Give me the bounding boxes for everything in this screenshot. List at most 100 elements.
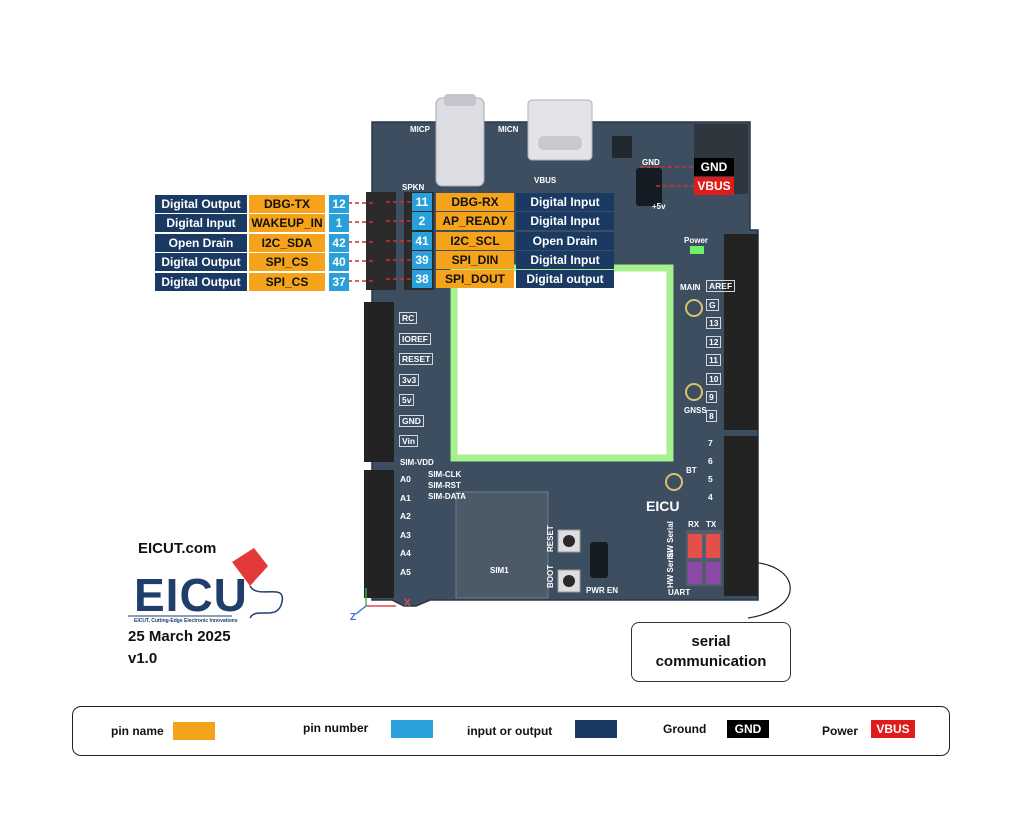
brand-version: v1.0: [128, 650, 158, 667]
regulator-ic: [612, 136, 632, 158]
silk-pwr-en: PWR EN: [586, 586, 618, 595]
header-pin-label: AREF: [706, 280, 736, 292]
serial-communication-callout: serial communication: [631, 622, 791, 682]
left-header-top: [364, 302, 394, 462]
header-pin-label: 9: [706, 391, 717, 403]
brand-logo: EICU: [134, 569, 248, 621]
header-pin-label: A4: [400, 548, 411, 558]
pin-name: WAKEUP_IN: [249, 214, 325, 232]
usb-c-connector: [527, 99, 593, 161]
header-pin-label: 6: [708, 456, 713, 466]
vbus-badge: VBUS: [694, 177, 734, 195]
pin-direction: Digital Output: [155, 273, 247, 291]
pin-name: SPI_CS: [249, 273, 325, 291]
legend-power-label: Power: [822, 724, 859, 738]
left-header-bottom: [364, 470, 394, 598]
pin-name: DBG-RX: [436, 193, 514, 211]
pwr-en-jumper: [590, 542, 608, 578]
legend-power-badge: VBUS: [871, 720, 915, 738]
power-led: [690, 246, 704, 254]
header-pin-label: 10: [706, 372, 722, 385]
header-pin-label: 8: [706, 409, 717, 422]
header-pin-label: A2: [400, 511, 411, 521]
pin-direction: Open Drain: [155, 234, 247, 252]
audio-jack: [435, 97, 485, 187]
brand-logo-tagline: EICUT, Cutting-Edge Electronic Innovatio…: [134, 618, 238, 624]
silk-hw-serial: HW Serial: [666, 550, 675, 588]
legend-io-label: input or output: [467, 724, 553, 738]
legend-ground-label: Ground: [663, 722, 707, 736]
silk-bt: BT: [686, 466, 697, 475]
audio-jack-tip: [444, 94, 476, 106]
silk-sim-clk: SIM-CLK: [428, 470, 462, 479]
pin-number: 41: [412, 232, 432, 250]
header-pin-label: 5: [708, 474, 713, 484]
silk-tx: TX: [706, 520, 717, 529]
silk-micn: MICN: [498, 125, 519, 134]
header-pin-label: RC: [399, 312, 418, 324]
header-pin-label: 12: [706, 335, 722, 348]
legend-io-swatch: [575, 720, 617, 738]
brand-date: 25 March 2025: [128, 628, 231, 645]
pin-number: 40: [329, 253, 349, 271]
pin-number: 42: [329, 234, 349, 252]
pin-direction: Digital Output: [155, 253, 247, 271]
module-outline: [450, 264, 674, 462]
silk-eicu: EICU: [646, 498, 680, 514]
pin-name: AP_READY: [436, 212, 514, 230]
pin-number: 12: [329, 195, 349, 213]
callout-line-2: communication: [655, 653, 767, 670]
pin-name: I2C_SDA: [249, 234, 325, 252]
pin-direction: Digital Input: [516, 193, 614, 211]
header-pin-label: 11: [706, 354, 721, 366]
silk-sim-vdd: SIM-VDD: [400, 458, 434, 467]
pin-direction: Digital Input: [516, 212, 614, 230]
pin-direction: Digital Input: [516, 251, 614, 269]
silk-rx: RX: [688, 520, 700, 529]
silk-gnd: GND: [642, 158, 660, 167]
right-header-bottom: [724, 436, 758, 596]
header-pin-label: G: [706, 298, 719, 311]
legend-pin-name-label: pin name: [111, 724, 164, 738]
pin-number: 38: [412, 270, 432, 288]
sim-slot: [455, 491, 549, 599]
usb-c-port: [538, 136, 582, 150]
bt-antenna: [665, 473, 683, 491]
header-pin-label: A5: [400, 566, 411, 577]
pin-number: 2: [412, 212, 432, 230]
silk-gnss: GNSS: [684, 406, 707, 415]
power-jumper: [636, 168, 662, 206]
header-pin-label: A1: [400, 492, 411, 503]
pin-number: 39: [412, 251, 432, 269]
pin-direction: Digital Output: [155, 195, 247, 213]
header-pin-label: RESET: [399, 353, 434, 365]
header-pin-label: GND: [399, 414, 424, 427]
pin-direction: Digital output: [516, 270, 614, 288]
legend-ground-badge: GND: [727, 720, 769, 738]
pin-number: 11: [412, 193, 432, 211]
gnd-badge: GND: [694, 158, 734, 176]
pin-name: SPI_DOUT: [436, 270, 514, 288]
logo-kite: [232, 548, 268, 586]
callout-line-1: serial: [691, 633, 731, 650]
header-pin-label: 5v: [399, 394, 415, 406]
silk-main: MAIN: [680, 283, 701, 292]
silk-power: Power: [684, 236, 709, 245]
pin-direction: Digital Input: [155, 214, 247, 232]
silk-5v: +5v: [652, 202, 666, 211]
header-pin-label: 3v3: [399, 373, 420, 386]
header-pin-label: Vin: [399, 435, 419, 447]
header-pin-label: IOREF: [399, 332, 431, 345]
brand-site: EICUT.com: [138, 540, 217, 557]
silk-vbus: VBUS: [534, 176, 557, 185]
axis-z-label: Z: [350, 612, 357, 623]
legend-box: pin name pin number input or output Grou…: [72, 706, 950, 756]
pin-name: DBG-TX: [249, 195, 325, 213]
pin-name: SPI_DIN: [436, 251, 514, 269]
pin-name: SPI_CS: [249, 253, 325, 271]
header-pin-label: 4: [708, 492, 713, 502]
right-header-top: [724, 234, 758, 430]
silk-reset: RESET: [546, 525, 555, 552]
main-antenna: [685, 299, 703, 317]
